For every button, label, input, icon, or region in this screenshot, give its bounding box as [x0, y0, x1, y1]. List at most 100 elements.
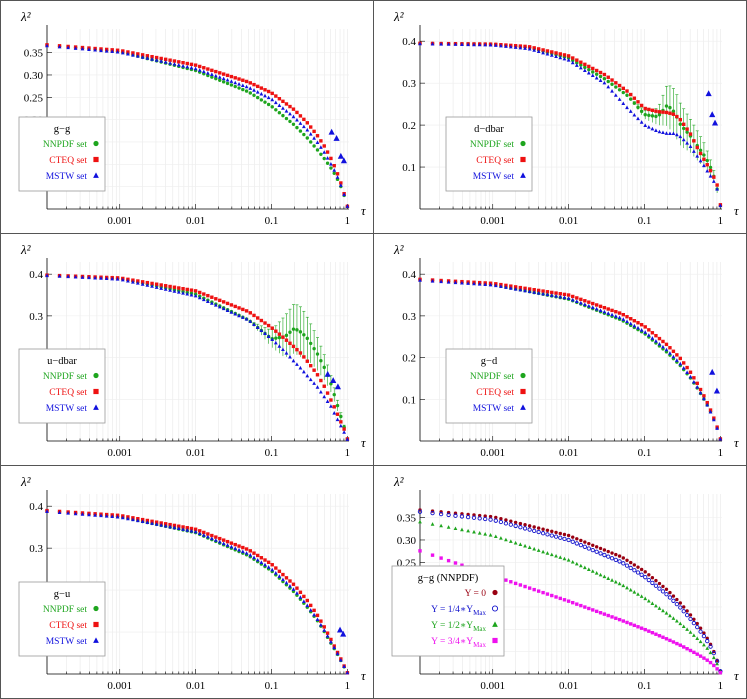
data-point — [695, 145, 699, 150]
data-point — [159, 523, 164, 527]
plot-area — [418, 277, 723, 441]
data-point — [274, 566, 278, 570]
x-tick-label: 0.1 — [638, 680, 652, 692]
x-tick-label: 0.01 — [559, 680, 578, 692]
legend-entry-label: CTEQ set — [49, 388, 87, 398]
data-point — [214, 69, 218, 74]
data-point — [335, 417, 340, 422]
data-point — [685, 609, 689, 613]
data-point — [332, 392, 336, 397]
data-point — [154, 285, 159, 289]
data-point — [678, 605, 683, 610]
data-point — [598, 78, 603, 82]
data-point — [229, 83, 234, 87]
data-point — [702, 396, 706, 401]
data-point — [460, 280, 464, 285]
data-point — [244, 547, 249, 551]
data-point — [325, 150, 330, 154]
data-point — [291, 358, 296, 363]
data-point — [302, 355, 306, 359]
data-point — [562, 295, 567, 300]
data-point — [225, 81, 230, 86]
data-point — [483, 532, 488, 536]
data-point — [335, 412, 340, 416]
data-point — [654, 114, 658, 119]
y-axis-label: λ² — [20, 242, 32, 257]
y-tick-label: 0.4 — [29, 269, 43, 281]
data-point — [319, 378, 323, 383]
data-point — [281, 572, 285, 577]
data-point — [459, 514, 465, 519]
y-tick-label: 0.3 — [29, 311, 43, 323]
data-point — [430, 553, 435, 557]
data-point — [302, 117, 306, 122]
data-point — [176, 290, 181, 294]
data-point — [291, 122, 296, 126]
data-point — [570, 60, 575, 65]
data-point — [549, 53, 554, 57]
data-point — [322, 394, 327, 399]
data-point — [229, 541, 234, 545]
data-point — [532, 288, 536, 292]
legend-entry-label: MSTW set — [473, 172, 515, 182]
y-tick-label: 0.1 — [402, 162, 416, 174]
data-point — [315, 148, 320, 152]
legend-marker — [93, 388, 99, 395]
data-point — [329, 404, 333, 408]
data-point — [606, 311, 611, 315]
data-point — [688, 616, 693, 622]
data-point — [446, 525, 451, 529]
data-point — [460, 563, 464, 567]
data-point — [229, 544, 234, 549]
data-point — [163, 57, 168, 62]
data-point — [298, 595, 303, 599]
data-point — [185, 287, 189, 292]
data-point — [718, 203, 723, 208]
legend-marker — [520, 140, 526, 147]
y-tick-label: 0.30 — [397, 535, 417, 547]
data-point — [80, 512, 85, 516]
data-point — [654, 109, 658, 113]
outlier-point — [328, 128, 335, 135]
data-point — [632, 319, 637, 323]
legend-entry-label: Y = 1/2∗YMax — [431, 621, 486, 633]
data-point — [513, 285, 518, 289]
legend-title: g−g — [54, 124, 71, 135]
data-point — [104, 514, 109, 518]
data-point — [702, 642, 706, 647]
data-point — [446, 280, 451, 284]
data-point — [695, 621, 699, 626]
data-point — [594, 609, 599, 614]
data-point — [678, 356, 682, 361]
data-point — [508, 522, 513, 527]
data-point — [671, 354, 676, 359]
data-point — [591, 70, 595, 74]
data-point — [259, 98, 264, 102]
data-point — [472, 529, 476, 534]
data-point — [460, 527, 464, 532]
data-point — [590, 569, 595, 573]
legend-entry-label: CTEQ set — [49, 156, 87, 166]
data-point — [545, 292, 550, 297]
data-point — [671, 131, 676, 136]
data-point — [518, 521, 523, 526]
data-point — [610, 89, 614, 93]
data-point — [628, 97, 633, 101]
data-point — [233, 311, 238, 316]
data-point — [685, 627, 689, 631]
data-point — [688, 648, 693, 653]
legend-entry-label: NNPDF set — [43, 372, 87, 382]
data-point — [477, 516, 482, 521]
data-point — [705, 400, 709, 405]
data-point — [545, 592, 550, 596]
data-point — [291, 344, 296, 349]
data-point — [583, 605, 587, 609]
data-point — [193, 527, 198, 531]
data-point — [189, 528, 194, 533]
data-point — [610, 308, 614, 313]
data-point — [493, 283, 498, 288]
data-point — [104, 276, 109, 281]
data-point — [671, 109, 676, 113]
data-point — [681, 366, 686, 370]
data-point — [590, 547, 595, 553]
